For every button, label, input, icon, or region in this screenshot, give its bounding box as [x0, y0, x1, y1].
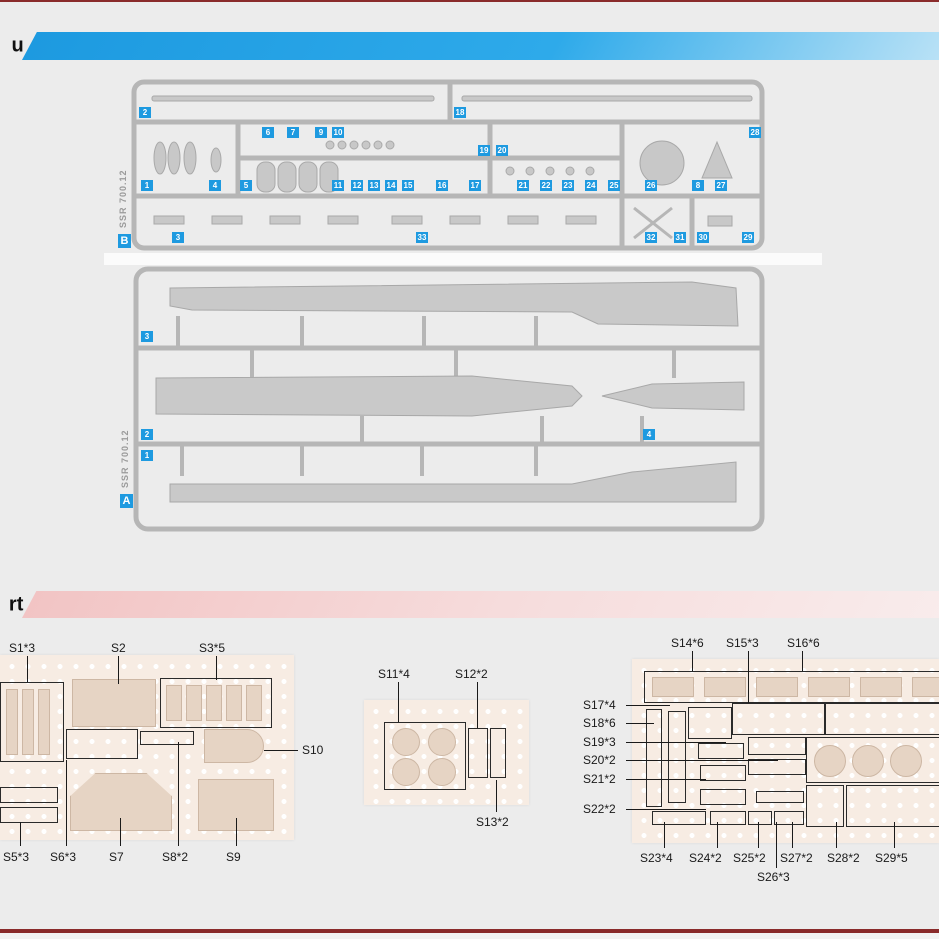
sprue-divider: [104, 253, 822, 265]
part-tag: 26: [645, 180, 657, 191]
resin-label: S27*2: [780, 851, 813, 865]
resin-section-title: rt: [8, 593, 24, 615]
part-tag: 12: [351, 180, 363, 191]
part-tag: 28: [749, 127, 761, 138]
part-tag: 16: [436, 180, 448, 191]
resin-box-right: [632, 659, 939, 843]
resin-label: S8*2: [162, 850, 189, 864]
resin-label: S6*3: [50, 850, 77, 864]
part-tag: 18: [454, 107, 466, 118]
sprue-a-code: SSR 700.12: [120, 429, 130, 488]
resin-label: S9: [226, 850, 241, 864]
resin-label: S17*4: [583, 698, 616, 712]
part-tag: 7: [287, 127, 299, 138]
part-tag: 15: [402, 180, 414, 191]
sprue-b-code: SSR 700.12: [118, 169, 128, 228]
resin-label: S21*2: [583, 772, 616, 786]
bottom-rule: [0, 929, 939, 933]
sprue-section-title: u: [11, 34, 24, 57]
part-tag: 4: [643, 429, 655, 440]
part-tag: 24: [585, 180, 597, 191]
sprue-section-header: u: [0, 32, 939, 60]
resin-label: S18*6: [583, 716, 616, 730]
part-tag: 20: [496, 145, 508, 156]
resin-label: S5*3: [3, 850, 30, 864]
part-tag: 33: [416, 232, 428, 243]
resin-label: S14*6: [671, 636, 704, 650]
part-tag: 30: [697, 232, 709, 243]
part-tag: 29: [742, 232, 754, 243]
part-tag: 25: [608, 180, 620, 191]
part-tag: 5: [240, 180, 252, 191]
part-tag: 3: [141, 331, 153, 342]
part-tag: 22: [540, 180, 552, 191]
resin-label: S7: [109, 850, 124, 864]
sprue-b-letter: B: [118, 234, 131, 248]
top-rule: [0, 0, 939, 2]
resin-label: S19*3: [583, 735, 616, 749]
resin-label: S11*4: [378, 667, 410, 681]
resin-label: S24*2: [689, 851, 722, 865]
resin-box-middle: [364, 700, 529, 805]
part-tag: 17: [469, 180, 481, 191]
resin-label: S22*2: [583, 802, 616, 816]
part-tag: 2: [141, 429, 153, 440]
resin-label: S12*2: [455, 667, 488, 681]
resin-section-header: rt: [0, 591, 939, 618]
resin-label: S10: [302, 743, 324, 757]
resin-label: S26*3: [757, 870, 790, 884]
part-tag: 10: [332, 127, 344, 138]
resin-label: S23*4: [640, 851, 673, 865]
resin-label: S2: [111, 641, 126, 655]
sprue-a-letter: A: [120, 494, 133, 508]
resin-label: S25*2: [733, 851, 766, 865]
part-tag: 1: [141, 450, 153, 461]
sprue-b-frame: B SSR 700.12 2 18 1 4 5 6 7 9 10 11 12 1…: [112, 78, 772, 253]
part-tag: 2: [139, 107, 151, 118]
part-tag: 4: [209, 180, 221, 191]
resin-label: S20*2: [583, 753, 616, 767]
resin-label: S29*5: [875, 851, 908, 865]
resin-label: S28*2: [827, 851, 860, 865]
resin-label: S3*5: [199, 641, 226, 655]
resin-label: S1*3: [9, 641, 36, 655]
resin-box-left: [0, 655, 294, 840]
resin-label: S16*6: [787, 636, 820, 650]
part-tag: 32: [645, 232, 657, 243]
sprue-a-frame: A SSR 700.12 3 2 1 4: [112, 266, 772, 534]
part-tag: 31: [674, 232, 686, 243]
part-tag: 14: [385, 180, 397, 191]
part-tag: 6: [262, 127, 274, 138]
part-tag: 8: [692, 180, 704, 191]
part-tag: 23: [562, 180, 574, 191]
part-tag: 1: [141, 180, 153, 191]
part-tag: 21: [517, 180, 529, 191]
resin-label: S13*2: [476, 815, 509, 829]
part-tag: 3: [172, 232, 184, 243]
resin-label: S15*3: [726, 636, 759, 650]
part-tag: 13: [368, 180, 380, 191]
part-tag: 27: [715, 180, 727, 191]
part-tag: 9: [315, 127, 327, 138]
part-tag: 11: [332, 180, 344, 191]
part-tag: 19: [478, 145, 490, 156]
